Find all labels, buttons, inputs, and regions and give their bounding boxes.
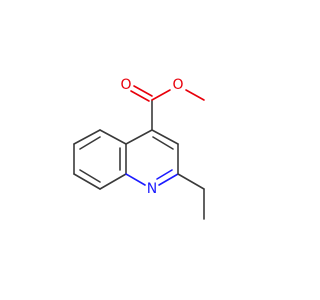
bond-c7-c8-inner — [79, 169, 101, 183]
molecule-structure-diagram: O O N — [0, 0, 300, 300]
bond-c4a-c4 — [125, 129, 153, 145]
bond-carbonyl-double-b — [133, 85, 153, 97]
diagram-background — [0, 0, 300, 300]
bond-c6-c6-inner — [79, 136, 101, 150]
bond-c8-c8a — [99, 173, 127, 190]
bond-c2-n1 — [158, 173, 179, 186]
bond-c2-ch2 — [177, 173, 205, 190]
bond-c4-c3-inner — [152, 136, 174, 150]
atom-oxygen-ester: O — [172, 77, 183, 93]
bond-c4-c3 — [151, 129, 179, 145]
bond-ccarbonyl-oester — [151, 89, 171, 101]
bond-c4a-c5 — [99, 129, 127, 145]
atom-nitrogen-ring: N — [147, 181, 157, 197]
bond-c7-c8 — [73, 173, 101, 190]
bond-c2-n1-inner — [156, 169, 173, 180]
bond-carbonyl-double-a — [130, 90, 150, 102]
bond-n1-c8a — [125, 173, 146, 186]
bond-oester-methyl — [185, 89, 205, 101]
bond-c5-c6 — [73, 129, 101, 145]
atom-oxygen-carbonyl: O — [120, 77, 131, 93]
